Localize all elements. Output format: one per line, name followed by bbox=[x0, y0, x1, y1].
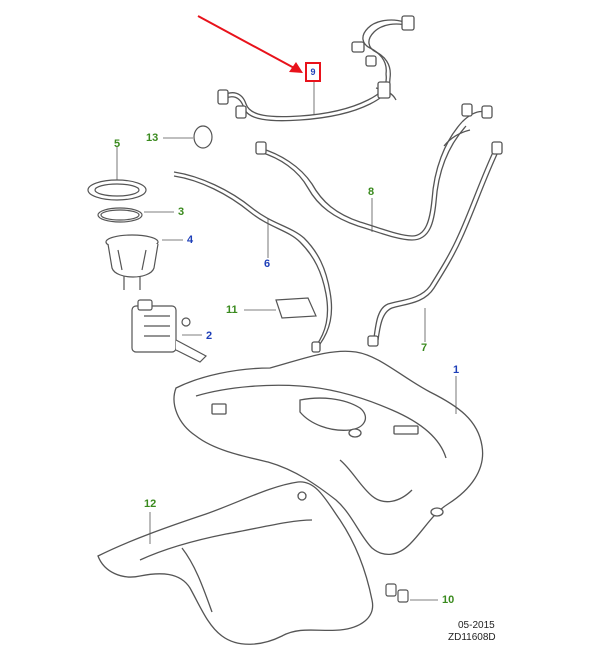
cap-part bbox=[163, 125, 213, 149]
fuel-pump-assembly-part bbox=[131, 299, 207, 363]
seal-part bbox=[97, 207, 174, 223]
feed-line-part bbox=[367, 141, 503, 347]
fuel-line-part bbox=[173, 171, 333, 353]
callout-5[interactable]: 5 bbox=[114, 138, 121, 150]
clip-part bbox=[385, 583, 438, 603]
callout-3[interactable]: 3 bbox=[178, 206, 185, 218]
vent-line-part bbox=[255, 103, 493, 241]
callout-10[interactable]: 10 bbox=[442, 594, 455, 606]
pump-module-part bbox=[105, 234, 183, 290]
callout-6[interactable]: 6 bbox=[264, 258, 271, 270]
callout-4[interactable]: 4 bbox=[187, 234, 194, 246]
wiring-harness-part bbox=[217, 15, 415, 122]
highlight-badge[interactable]: 9 bbox=[305, 62, 321, 82]
flange-ring-part bbox=[87, 146, 147, 201]
pad-part bbox=[244, 297, 317, 319]
fuel-tank-part bbox=[173, 350, 484, 555]
diagram-code: ZD11608D bbox=[448, 632, 496, 643]
callout-11[interactable]: 11 bbox=[226, 304, 238, 316]
pointer-arrow-icon bbox=[197, 15, 303, 73]
callout-1[interactable]: 1 bbox=[453, 364, 460, 376]
highlight-badge-label: 9 bbox=[310, 67, 316, 77]
callout-8[interactable]: 8 bbox=[368, 186, 375, 198]
diagram-date: 05-2015 bbox=[458, 620, 495, 631]
callout-2[interactable]: 2 bbox=[206, 330, 213, 342]
callout-7[interactable]: 7 bbox=[421, 342, 428, 354]
callout-12[interactable]: 12 bbox=[144, 498, 157, 510]
heat-shield-part bbox=[97, 481, 374, 645]
callout-13[interactable]: 13 bbox=[146, 132, 159, 144]
